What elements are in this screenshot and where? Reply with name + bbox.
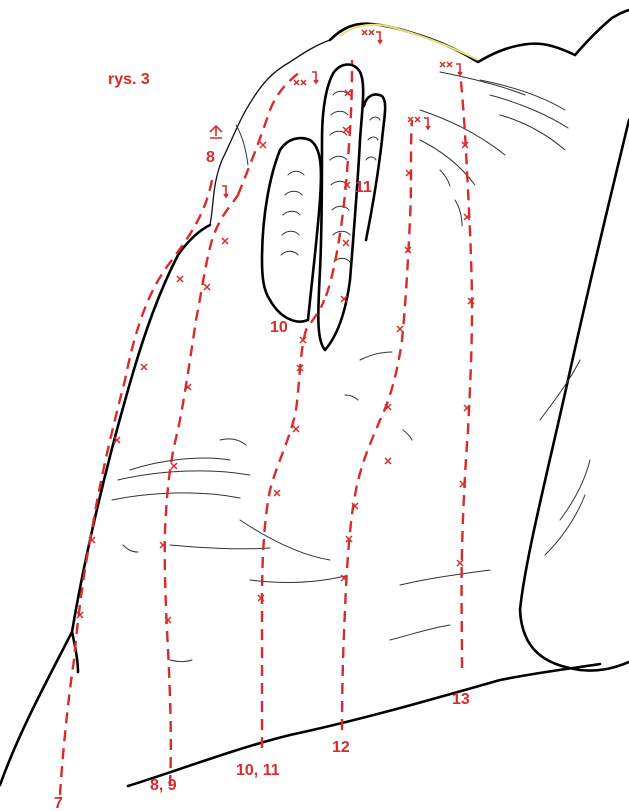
finger-center	[318, 65, 363, 351]
arrow-icon	[210, 126, 222, 138]
finger-ribbing	[281, 91, 380, 262]
rock-right-pillar-outer	[520, 120, 629, 671]
routes	[60, 60, 472, 795]
anchor-symbol	[376, 32, 382, 43]
route-12-line	[342, 120, 412, 730]
route-label-7: 7	[54, 795, 63, 811]
route-7-line	[60, 180, 212, 795]
route-label-12: 12	[332, 739, 350, 756]
route-label-13: 13	[452, 691, 470, 708]
route-10-11-line	[262, 300, 324, 748]
rock-outline	[0, 10, 629, 786]
anchor-symbol	[456, 64, 462, 75]
route-8-9-upper	[238, 72, 300, 195]
figure-label: rys. 3	[108, 71, 150, 88]
rock-base-left	[0, 632, 78, 785]
rock-right-pillar	[575, 10, 629, 55]
rock-summit-highlight	[340, 25, 478, 60]
finger-right	[364, 94, 385, 240]
route-label-10-mid: 10	[270, 319, 288, 336]
anchor-symbol	[312, 72, 318, 83]
route-label-11-mid: 11	[355, 179, 372, 196]
rock-base-bottom	[128, 664, 600, 786]
finger-left	[262, 138, 321, 321]
rock-texture	[112, 72, 590, 662]
finger-formations	[262, 65, 385, 351]
rock-summit	[330, 24, 575, 62]
route-label-8-top: 8	[206, 149, 215, 166]
route-label-8-9: 8, 9	[150, 777, 177, 794]
route-8-9-line	[165, 195, 238, 786]
rock-upper-left-edge	[210, 40, 330, 225]
anchor-symbol	[222, 186, 228, 197]
anchor-symbol	[424, 118, 430, 129]
route-label-10-11: 10, 11	[236, 762, 280, 779]
rock-left-edge	[72, 225, 210, 632]
route-13-line	[460, 72, 472, 668]
